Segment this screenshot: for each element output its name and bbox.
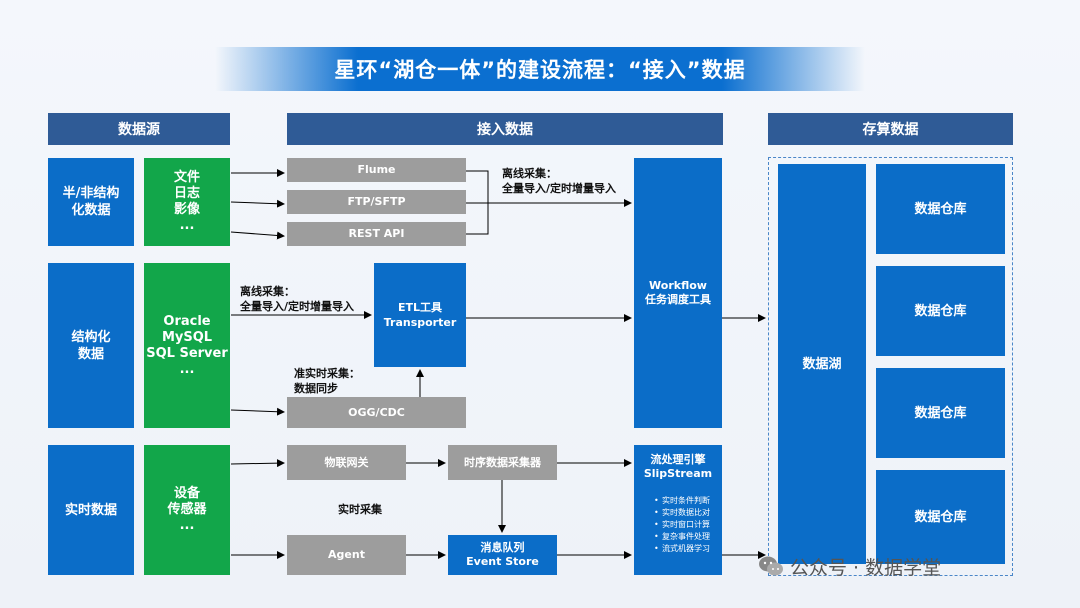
- workflow-label: 任务调度工具: [645, 293, 711, 306]
- detail-line: 设备: [173, 486, 200, 501]
- stream-title: 流处理引擎: [650, 453, 706, 466]
- tool-label: ETL工具: [397, 301, 443, 314]
- workflow-label: Workflow: [649, 279, 707, 292]
- source-detail-databases: Oracle MySQL SQL Server ...: [144, 263, 230, 428]
- annotation-line: 离线采集：: [240, 285, 295, 298]
- detail-line: 日志: [173, 186, 200, 201]
- tool-label: Agent: [328, 548, 365, 561]
- annotation-line: 准实时采集：: [294, 367, 360, 380]
- page-title: 星环“湖仓一体”的建设流程：“接入”数据: [215, 47, 865, 91]
- annotation-line: 数据同步: [294, 382, 338, 395]
- tool-etl-transporter: ETL工具 Transporter: [374, 263, 466, 367]
- stream-feature: 复杂事件处理: [654, 531, 710, 543]
- tool-agent: Agent: [287, 535, 406, 575]
- detail-line: 传感器: [167, 502, 207, 517]
- stream-title: SlipStream: [643, 467, 713, 480]
- detail-line: 影像: [173, 202, 200, 217]
- data-warehouse: 数据仓库: [876, 368, 1005, 458]
- tool-label: 消息队列: [480, 541, 525, 554]
- header-ingest-data: 接入数据: [287, 113, 723, 145]
- header-data-source: 数据源: [48, 113, 230, 145]
- data-warehouse-label: 数据仓库: [914, 509, 967, 525]
- tool-label: REST API: [348, 227, 405, 240]
- arrow: [230, 459, 285, 468]
- annotation-line: 离线采集：: [502, 167, 557, 180]
- source-detail-files: 文件 日志 影像 ...: [144, 158, 230, 246]
- watermark-text: 公众号 · 数据学堂: [790, 556, 942, 579]
- tool-label: Event Store: [466, 555, 539, 568]
- header-storage-data: 存算数据: [768, 113, 1013, 145]
- tool-label: Transporter: [383, 316, 457, 329]
- watermark: 公众号 · 数据学堂: [758, 553, 941, 579]
- arrow: [230, 407, 285, 416]
- source-detail-devices: 设备 传感器 ...: [144, 445, 230, 575]
- arrow: [230, 231, 285, 240]
- tool-ts-collector: 时序数据采集器: [448, 445, 557, 480]
- detail-line: ...: [179, 518, 195, 533]
- tool-ftp-sftp: FTP/SFTP: [287, 190, 466, 214]
- data-warehouse: 数据仓库: [876, 164, 1005, 254]
- data-lake: 数据湖: [778, 164, 866, 564]
- tool-rest-api: REST API: [287, 222, 466, 246]
- annotation-near-realtime: 准实时采集： 数据同步: [294, 366, 360, 396]
- tool-flume: Flume: [287, 158, 466, 182]
- data-warehouse-label: 数据仓库: [914, 405, 967, 421]
- detail-line: Oracle: [163, 313, 211, 329]
- source-semi-label: 半/非结构化数据: [62, 186, 120, 218]
- annotation-offline-2: 离线采集： 全量导入/定时增量导入: [240, 284, 354, 314]
- stream-feature: 流式机器学习: [654, 543, 710, 555]
- detail-line: ...: [179, 361, 195, 377]
- tool-ogg-cdc: OGG/CDC: [287, 397, 466, 428]
- annotation-offline-1: 离线采集： 全量导入/定时增量导入: [502, 166, 616, 196]
- stream-feature: 实时窗口计算: [654, 519, 710, 531]
- data-warehouse-label: 数据仓库: [914, 201, 967, 217]
- tool-label: FTP/SFTP: [347, 195, 406, 208]
- stream-feature: 实时数据比对: [654, 507, 710, 519]
- connector: [466, 170, 489, 235]
- annotation-line: 全量导入/定时增量导入: [240, 300, 355, 313]
- tool-label: Flume: [357, 163, 396, 176]
- data-warehouse: 数据仓库: [876, 266, 1005, 356]
- source-structured-label: 结构化数据: [71, 329, 111, 362]
- detail-line: ...: [179, 218, 195, 233]
- storage-container: [768, 157, 1013, 576]
- stream-engine: 流处理引擎 SlipStream 实时条件判断 实时数据比对 实时窗口计算 复杂…: [634, 445, 722, 575]
- detail-line: SQL Server: [146, 345, 228, 361]
- annotation-realtime: 实时采集: [338, 503, 382, 516]
- source-realtime-label: 实时数据: [64, 502, 117, 518]
- source-semi-structured: 半/非结构化数据: [48, 158, 134, 246]
- tool-label: 物联网关: [324, 455, 369, 469]
- annotation-line: 全量导入/定时增量导入: [502, 182, 617, 195]
- tool-label: OGG/CDC: [348, 405, 405, 419]
- tool-label: 时序数据采集器: [464, 455, 541, 469]
- tool-iot-gateway: 物联网关: [287, 445, 406, 480]
- wechat-icon: [759, 556, 783, 576]
- data-warehouse: 数据仓库: [876, 470, 1005, 564]
- source-realtime: 实时数据: [48, 445, 134, 575]
- tool-message-queue: 消息队列 Event Store: [448, 535, 557, 575]
- source-structured: 结构化数据: [48, 263, 134, 428]
- arrow: [230, 199, 285, 208]
- data-lake-label: 数据湖: [802, 356, 842, 372]
- stream-feature-list: 实时条件判断 实时数据比对 实时窗口计算 复杂事件处理 流式机器学习: [646, 495, 710, 555]
- stream-feature: 实时条件判断: [654, 495, 710, 507]
- data-warehouse-label: 数据仓库: [914, 303, 967, 319]
- detail-line: 文件: [173, 170, 200, 185]
- detail-line: MySQL: [161, 329, 213, 345]
- workflow-scheduler: Workflow 任务调度工具: [634, 158, 722, 428]
